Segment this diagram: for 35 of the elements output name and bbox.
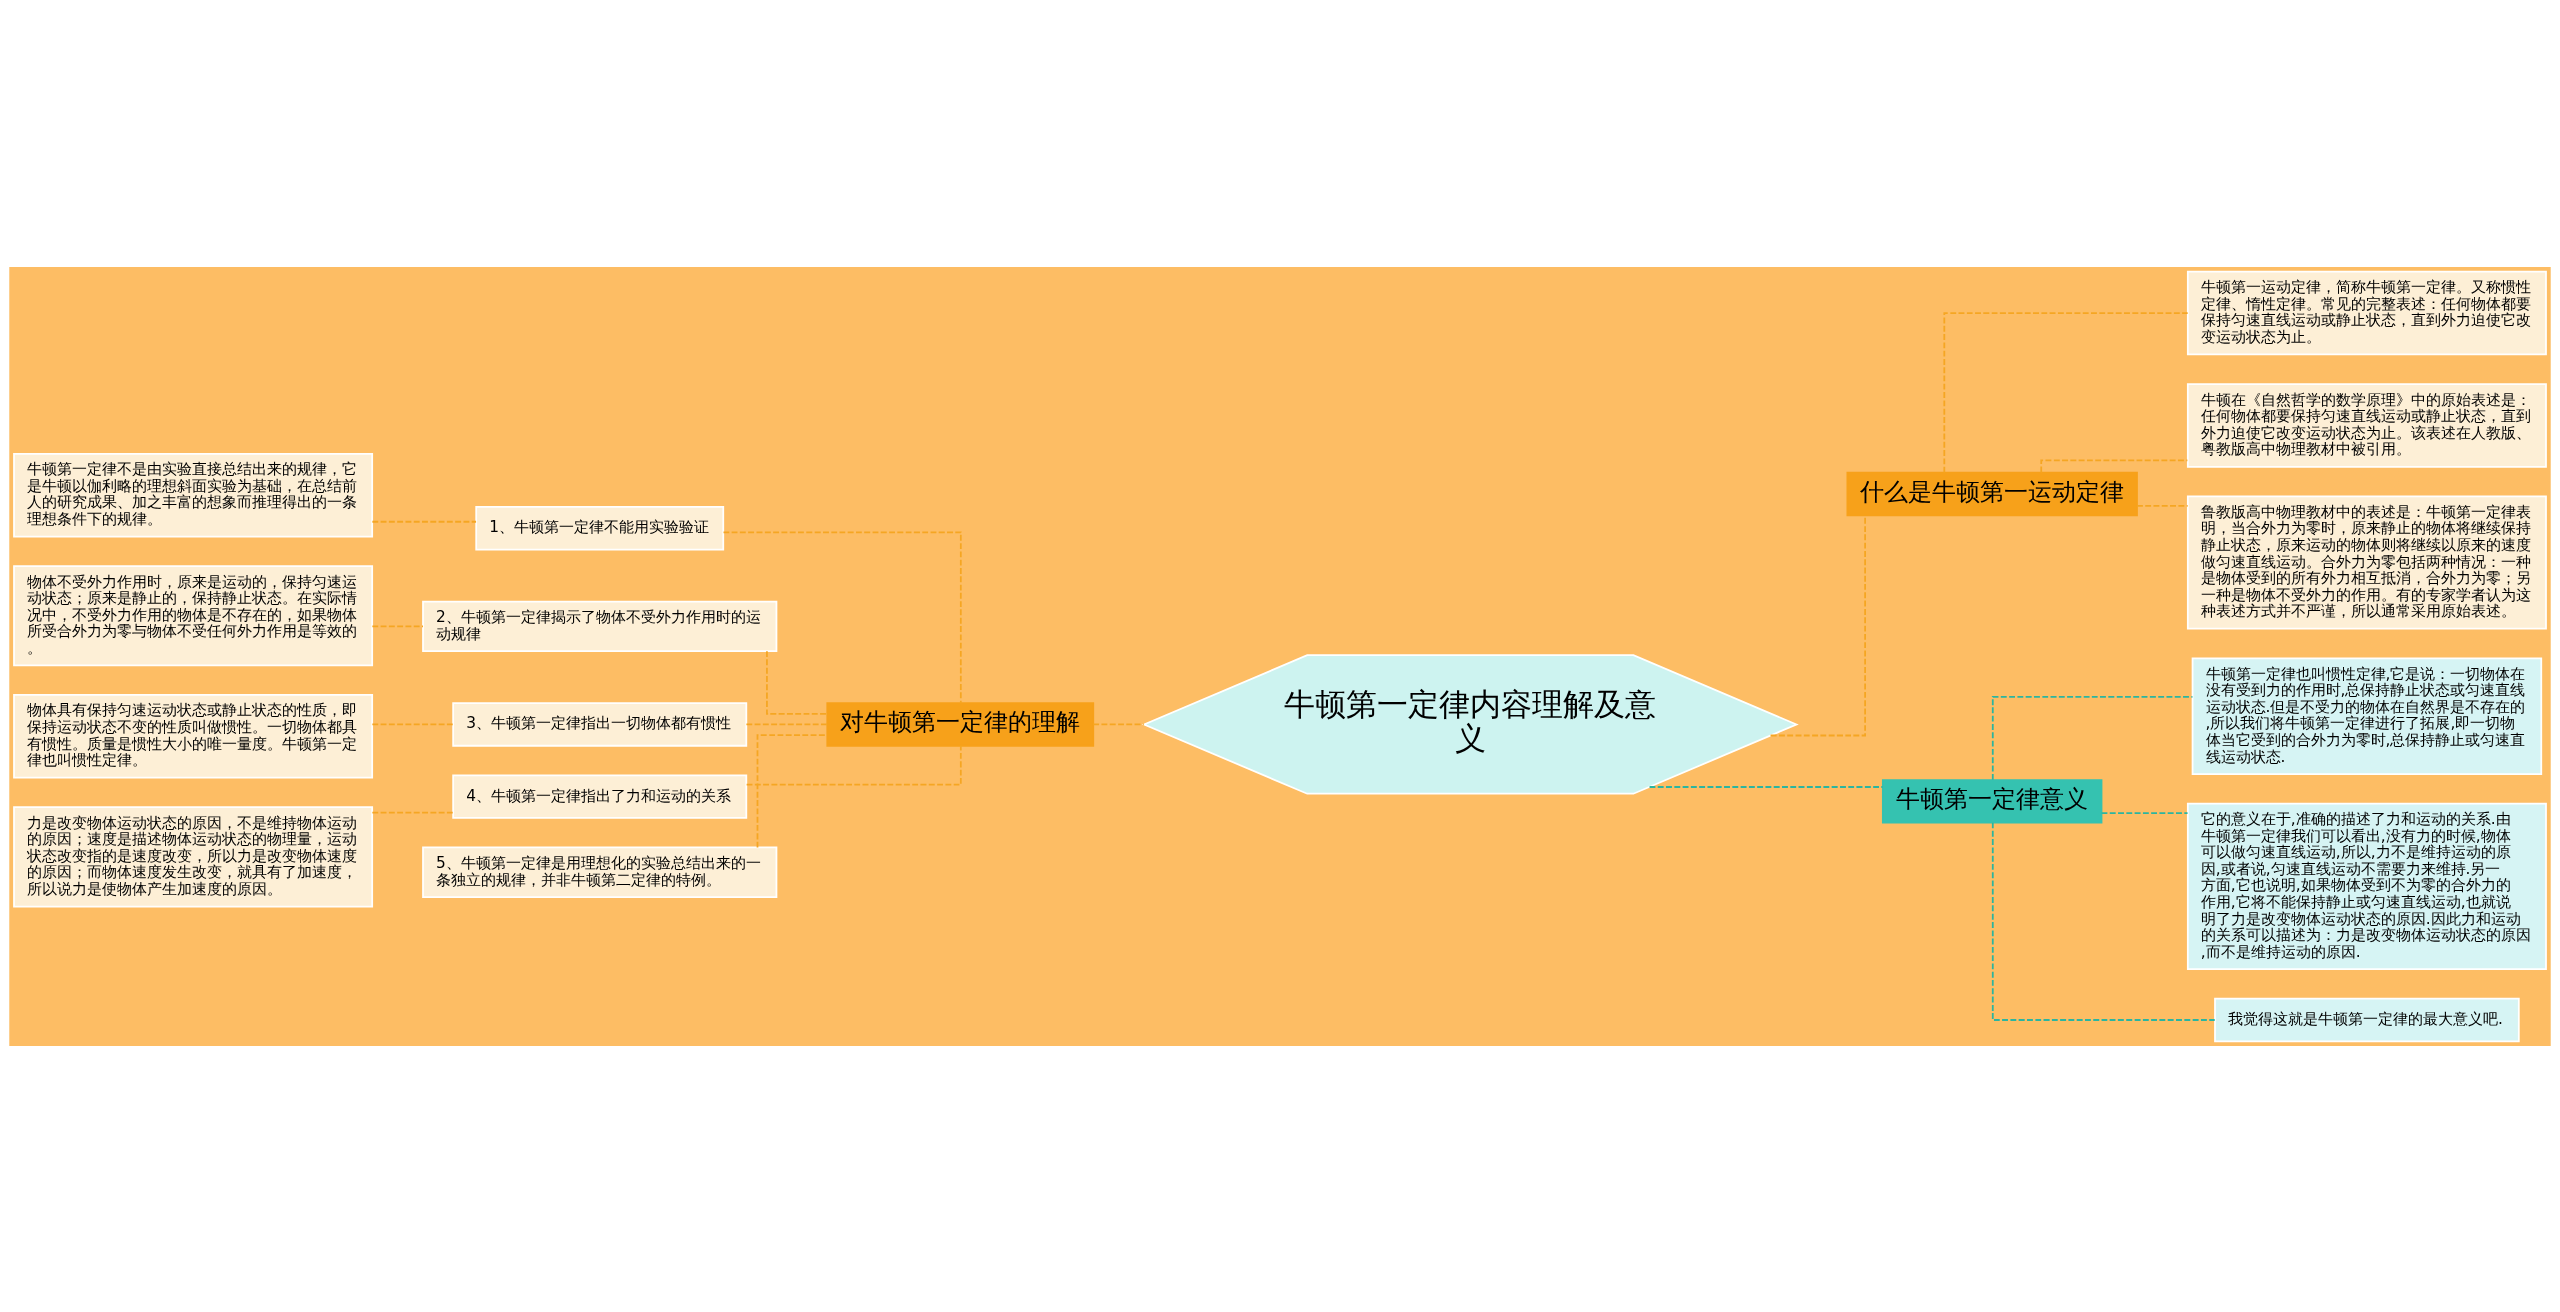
connector bbox=[371, 723, 454, 725]
node-box: 3、牛顿第一定律指出一切物体都有惯性 bbox=[452, 701, 748, 747]
node-box: 2、牛顿第一定律揭示了物体不受外力作用时的运动规律 bbox=[422, 600, 778, 652]
connector bbox=[1991, 695, 2194, 781]
connector bbox=[2100, 811, 2189, 814]
connector bbox=[1648, 785, 1884, 788]
node-box: 我觉得这就是牛顿第一定律的最大意义吧. bbox=[2214, 997, 2520, 1042]
connector bbox=[766, 649, 828, 715]
connector bbox=[2136, 504, 2189, 507]
connector bbox=[1769, 514, 1866, 736]
node-box: 5、牛顿第一定律是用理想化的实验总结出来的一条独立的规律，并非牛顿第二定律的特例。 bbox=[422, 846, 778, 898]
connector bbox=[745, 723, 828, 725]
node-box: 牛顿第一定律不是由实验直接总结出来的规律，它是牛顿以伽利略的理想斜面实验为基础，在总结前人的研究成果、加之丰富的想象而推理得出的一条理想条件下的规律。 bbox=[13, 452, 374, 537]
connector bbox=[1092, 723, 1145, 725]
node-box: 牛顿第一定律意义 bbox=[1881, 778, 2103, 823]
node-box: 物体不受外力作用时，原来是运动的，保持匀速运动状态；原来是静止的，保持静止状态。在实际情况中，不受外力作用的物体是不存在的，如果物体所受合外力为零与物体不受任何外力作用是等效的。 bbox=[13, 564, 374, 666]
node-box: 牛顿第一定律也叫惯性定律,它是说：一切物体在没有受到力的作用时,总保持静止状态或匀速直线运动状态.但是不受力的物体在自然界是不存在的,所以我们将牛顿第一定律进行了拓展,即一切物体当它受到的合外力为零时,总保持静止或匀速直线运动状态. bbox=[2191, 656, 2543, 775]
connector bbox=[371, 811, 454, 813]
connector bbox=[371, 520, 477, 523]
connector bbox=[1943, 311, 2189, 473]
connector bbox=[1991, 821, 2216, 1021]
node-box: 4、牛顿第一定律指出了力和运动的关系 bbox=[452, 773, 748, 819]
connector bbox=[722, 531, 962, 704]
node-box: 鲁教版高中物理教材中的表述是：牛顿第一定律表明，当合外力为零时，原来静止的物体将继续保持静止状态，原来运动的物体则将继续以原来的速度做匀速直线运动。合外力为零包括两种情况：一种是物体受到的所有外力相互抵消，合外力为零；另一种是物体不受外力的作用。有的专家学者认为这种表述方式并不严谨，所以通常采用原始表述。 bbox=[2186, 494, 2547, 630]
node-box: 牛顿第一运动定律，简称牛顿第一定律。又称惯性定律、惰性定律。常见的完整表述：任何物体都要保持匀速直线运动或静止状态，直到外力迫使它改变运动状态为止。 bbox=[2186, 270, 2547, 355]
connector bbox=[2040, 458, 2189, 473]
node-box: 什么是牛顿第一运动定律 bbox=[1846, 471, 2138, 516]
node-box: 物体具有保持匀速运动状态或静止状态的性质，即保持运动状态不变的性质叫做惯性。一切物体都具有惯性。质量是惯性大小的唯一量度。牛顿第一定律也叫惯性定律。 bbox=[13, 693, 374, 779]
node-box: 牛顿在《自然哲学的数学原理》中的原始表述是：任何物体都要保持匀速直线运动或静止状态，直到外力迫使它改变运动状态为止。该表述在人教版、粤教版高中物理教材中被引用。 bbox=[2186, 382, 2547, 468]
node-box: 它的意义在于,准确的描述了力和运动的关系.由牛顿第一定律我们可以看出,没有力的时候,物体可以做匀速直线运动,所以,力不是维持运动的原因,或者说,匀速直线运动不需要力来维持.另一方面,它也说明,如果物体受到不为零的合外力的作用,它将不能保持静止或匀速直线运动,也就说明了力是改变物体运动状态的原因.因此力和运动的关系可以描述为：力是改变物体运动状态的原因,而不是维持运动的原因. bbox=[2186, 802, 2547, 970]
node-box: 力是改变物体运动状态的原因，不是维持物体运动的原因；速度是描述物体运动状态的物理量，运动状态改变指的是速度改变，所以力是改变物体速度的原因；而物体速度发生改变，就具有了加速度，所以说力是使物体产生加速度的原因。 bbox=[13, 805, 374, 907]
connector bbox=[745, 744, 962, 785]
node-box: 对牛顿第一定律的理解 bbox=[826, 701, 1095, 747]
connector bbox=[371, 624, 424, 627]
node-box: 1、牛顿第一定律不能用实验验证 bbox=[475, 505, 725, 550]
